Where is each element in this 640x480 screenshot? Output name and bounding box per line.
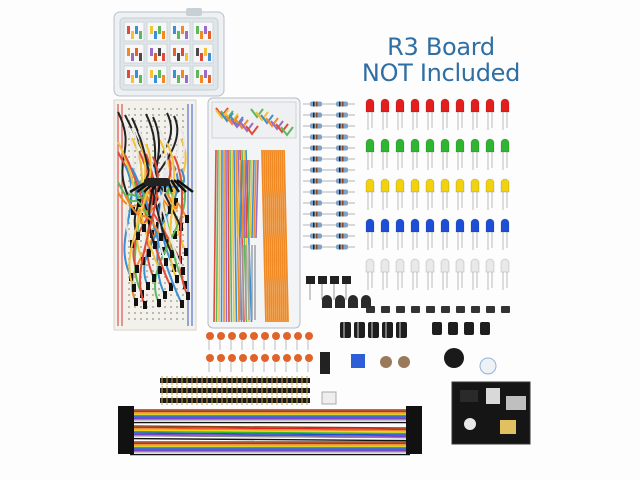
caption-line-1: R3 Board	[387, 33, 495, 61]
jumper-wires-icon	[207, 97, 301, 329]
storage-box-icon	[113, 8, 225, 97]
led-icon	[365, 98, 510, 313]
ribbon-cable-icon	[118, 406, 422, 456]
breadboard-icon	[113, 99, 197, 331]
capacitor-icon	[206, 276, 497, 405]
caption-line-2: NOT Included	[361, 59, 521, 87]
power-module-icon	[451, 381, 531, 445]
caption-text: R3 Board NOT Included	[336, 34, 546, 86]
resistor-icon	[303, 101, 355, 250]
pin-header-icon	[160, 376, 310, 405]
